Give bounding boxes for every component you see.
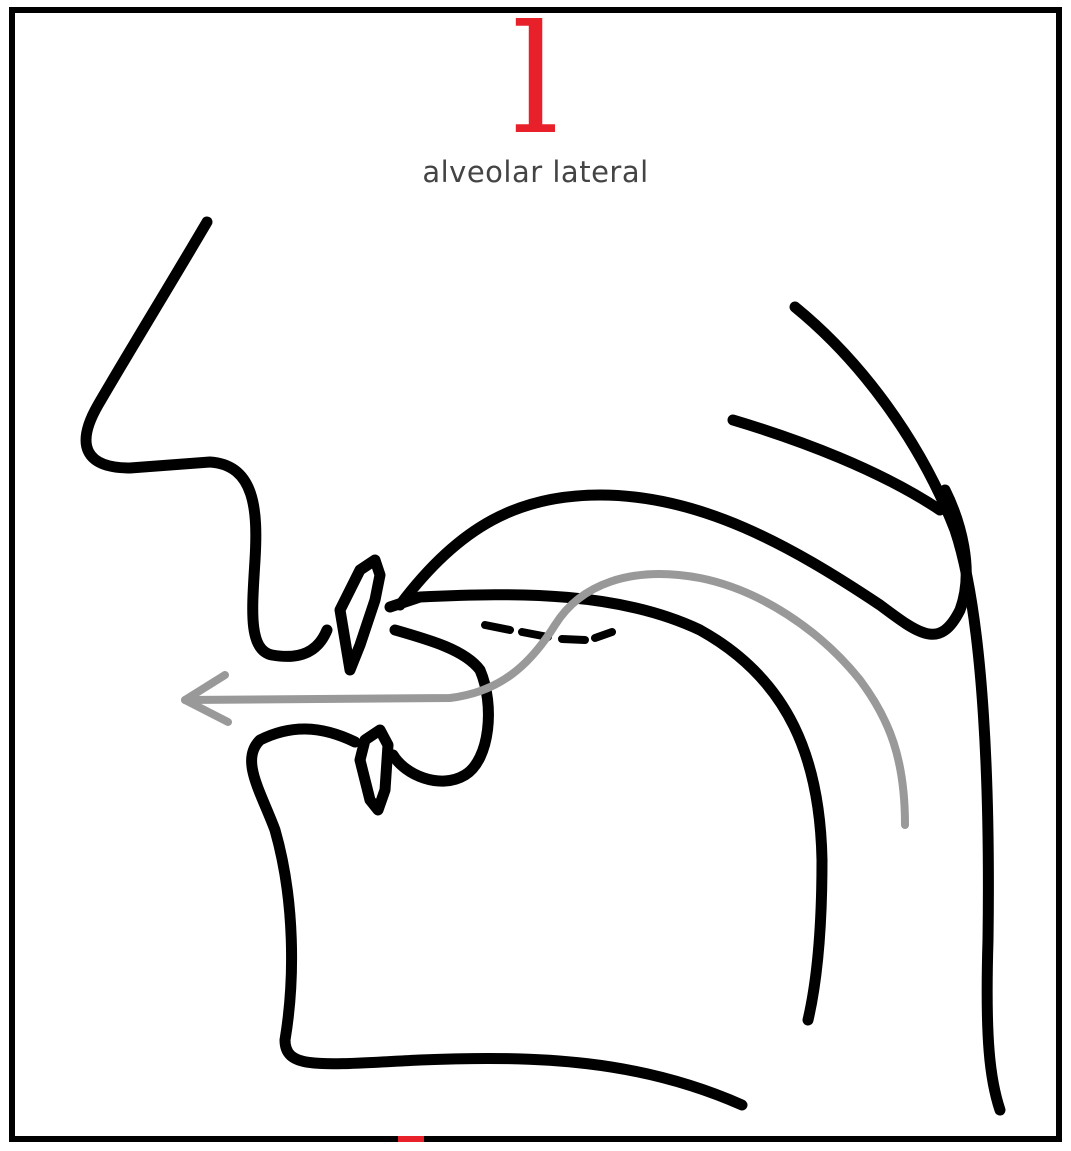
- tongue-tip-outline: [393, 630, 488, 781]
- palate-outline: [400, 490, 966, 634]
- tongue-outline: [390, 595, 822, 1020]
- upper-teeth: [340, 560, 380, 670]
- nose-upper-lip-outline: [86, 222, 327, 656]
- lower-teeth: [360, 730, 388, 810]
- airflow-path: [185, 574, 905, 825]
- pharynx-wall: [795, 307, 1000, 1110]
- lower-lip-chin-outline: [252, 729, 742, 1105]
- bottom-red-mark: [398, 1136, 424, 1142]
